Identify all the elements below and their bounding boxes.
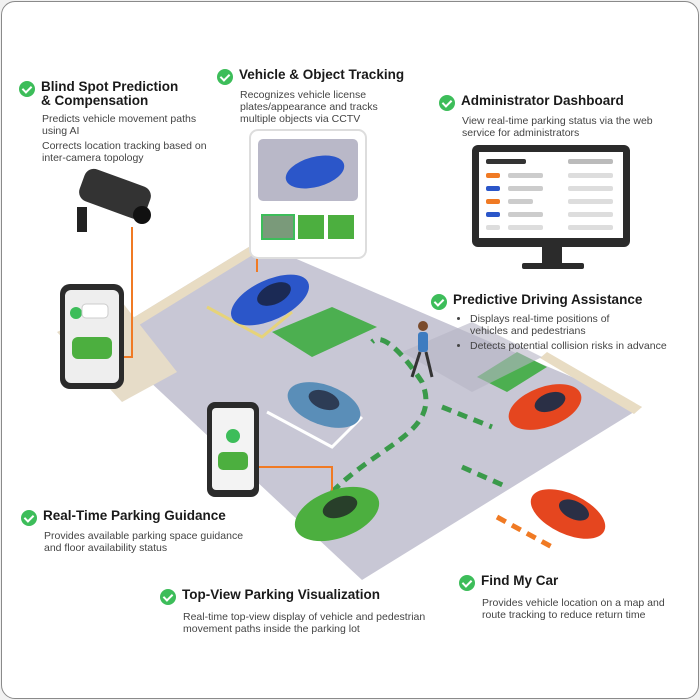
sign-connector [257, 466, 333, 492]
orange-path [495, 514, 554, 550]
wall-right [540, 352, 642, 414]
teal-car [287, 382, 361, 428]
cctv-camera-icon [77, 168, 151, 232]
feature-desc: Corrects location tracking based on inte… [42, 140, 207, 164]
feature-blind-spot: Blind Spot Prediction& Compensation Pred… [19, 80, 219, 167]
check-icon [21, 510, 37, 526]
check-icon [19, 81, 35, 97]
feature-find-my-car: Find My Car Provides vehicle location on… [459, 574, 689, 621]
feature-desc: Provides vehicle location on a map and r… [482, 597, 665, 621]
admin-monitor [472, 145, 630, 269]
tracking-panel [249, 129, 367, 259]
green-car [294, 486, 380, 542]
red-car-findmycar [530, 489, 606, 539]
check-icon [431, 294, 447, 310]
check-icon [459, 575, 475, 591]
feature-desc: Predicts vehicle movement paths using AI [42, 113, 197, 137]
feature-title: Administrator Dashboard [461, 93, 624, 108]
red-car-right [508, 384, 582, 430]
check-icon [217, 69, 233, 85]
feature-admin-dashboard: Administrator Dashboard View real-time p… [439, 94, 669, 139]
feature-desc: View real-time parking status via the we… [462, 115, 653, 139]
feature-title: Predictive Driving Assistance [453, 292, 643, 307]
feature-desc: Provides available parking space guidanc… [44, 530, 244, 554]
blue-car-parked [231, 274, 309, 326]
feature-title: Blind Spot Prediction& Compensation [41, 79, 179, 108]
green-path-right [441, 404, 509, 490]
feature-parking-guidance: Real-Time Parking Guidance Provides avai… [21, 509, 261, 554]
feature-title: Top-View Parking Visualization [182, 587, 381, 602]
feature-bullet: Displays real-time positions of vehicles… [470, 313, 620, 337]
phone-mockup-left [60, 284, 124, 389]
feature-tracking: Vehicle & Object Tracking Recognizes veh… [217, 68, 427, 125]
check-icon [439, 95, 455, 111]
feature-desc: Real-time top-view display of vehicle an… [183, 611, 426, 635]
pedestrian [410, 321, 434, 378]
green-path [330, 337, 429, 494]
feature-predictive: Predictive Driving Assistance Displays r… [431, 293, 691, 355]
parking-lines-mid [266, 410, 364, 449]
guidance-sign [207, 402, 259, 497]
parking-floor [102, 242, 642, 580]
feature-title: Vehicle & Object Tracking [239, 67, 405, 82]
wall-left [102, 242, 264, 343]
feature-title: Real-Time Parking Guidance [43, 508, 226, 523]
feature-title: Find My Car [481, 573, 559, 588]
feature-bullet: Detects potential collision risks in adv… [470, 340, 691, 352]
check-icon [160, 589, 176, 605]
highlight-area [402, 322, 542, 392]
parking-lines-top [206, 305, 293, 339]
feature-desc: Recognizes vehicle license plates/appear… [240, 89, 378, 125]
feature-top-view: Top-View Parking Visualization Real-time… [160, 588, 460, 635]
free-space-top [272, 307, 377, 357]
